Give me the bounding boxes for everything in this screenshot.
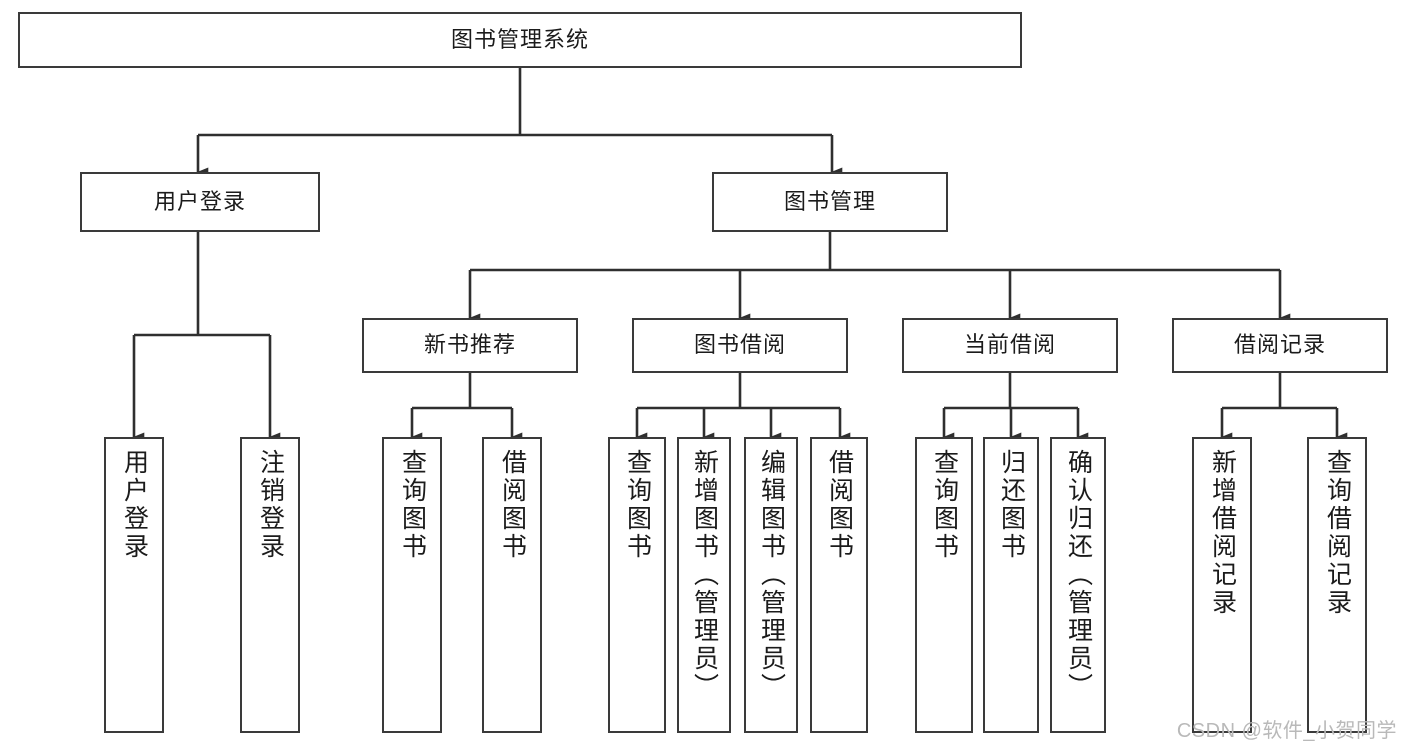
node-label: 查询图书: [930, 449, 959, 561]
node-label: 新增图书（管理员）: [690, 449, 719, 701]
leaf-user-login-login[interactable]: 用户登录: [104, 437, 164, 733]
node-label: 编辑图书（管理员）: [757, 449, 786, 701]
leaf-book-borrow-edit-book-admin[interactable]: 编辑图书（管理员）: [744, 437, 798, 733]
leaf-borrow-record-query-record[interactable]: 查询借阅记录: [1307, 437, 1367, 733]
node-borrow-record[interactable]: 借阅记录: [1172, 318, 1388, 373]
node-book-management[interactable]: 图书管理: [712, 172, 948, 232]
leaf-current-borrow-query-book[interactable]: 查询图书: [915, 437, 973, 733]
node-label: 注销登录: [256, 449, 285, 561]
node-current-borrow[interactable]: 当前借阅: [902, 318, 1118, 373]
node-label: 用户登录: [153, 188, 246, 214]
leaf-borrow-record-add-record[interactable]: 新增借阅记录: [1192, 437, 1252, 733]
node-label: 查询图书: [623, 449, 652, 561]
node-label: 图书管理: [783, 188, 876, 214]
node-book-management-system[interactable]: 图书管理系统: [18, 12, 1022, 68]
node-label: 归还图书: [997, 449, 1026, 561]
node-label: 图书管理系统: [450, 26, 589, 52]
leaf-current-borrow-confirm-return-admin[interactable]: 确认归还（管理员）: [1050, 437, 1106, 733]
node-book-borrow[interactable]: 图书借阅: [632, 318, 848, 373]
node-user-login[interactable]: 用户登录: [80, 172, 320, 232]
leaf-user-login-logout[interactable]: 注销登录: [240, 437, 300, 733]
leaf-current-borrow-return-book[interactable]: 归还图书: [983, 437, 1039, 733]
node-label: 借阅记录: [1233, 332, 1326, 358]
leaf-book-borrow-query-book[interactable]: 查询图书: [608, 437, 666, 733]
node-label: 查询借阅记录: [1323, 449, 1352, 617]
node-new-book-recommend[interactable]: 新书推荐: [362, 318, 578, 373]
node-label: 新增借阅记录: [1208, 449, 1237, 617]
leaf-book-borrow-add-book-admin[interactable]: 新增图书（管理员）: [677, 437, 731, 733]
leaf-new-book-borrow-book[interactable]: 借阅图书: [482, 437, 542, 733]
leaf-book-borrow-borrow-book[interactable]: 借阅图书: [810, 437, 868, 733]
node-label: 查询图书: [398, 449, 427, 561]
node-label: 用户登录: [120, 449, 149, 561]
node-label: 借阅图书: [498, 449, 527, 561]
node-label: 新书推荐: [423, 332, 516, 358]
leaf-new-book-query-book[interactable]: 查询图书: [382, 437, 442, 733]
node-label: 图书借阅: [693, 332, 786, 358]
node-label: 确认归还（管理员）: [1064, 449, 1093, 701]
watermark-text: CSDN @软件_小贺同学: [1176, 720, 1397, 742]
node-label: 借阅图书: [825, 449, 854, 561]
node-label: 当前借阅: [963, 332, 1056, 358]
